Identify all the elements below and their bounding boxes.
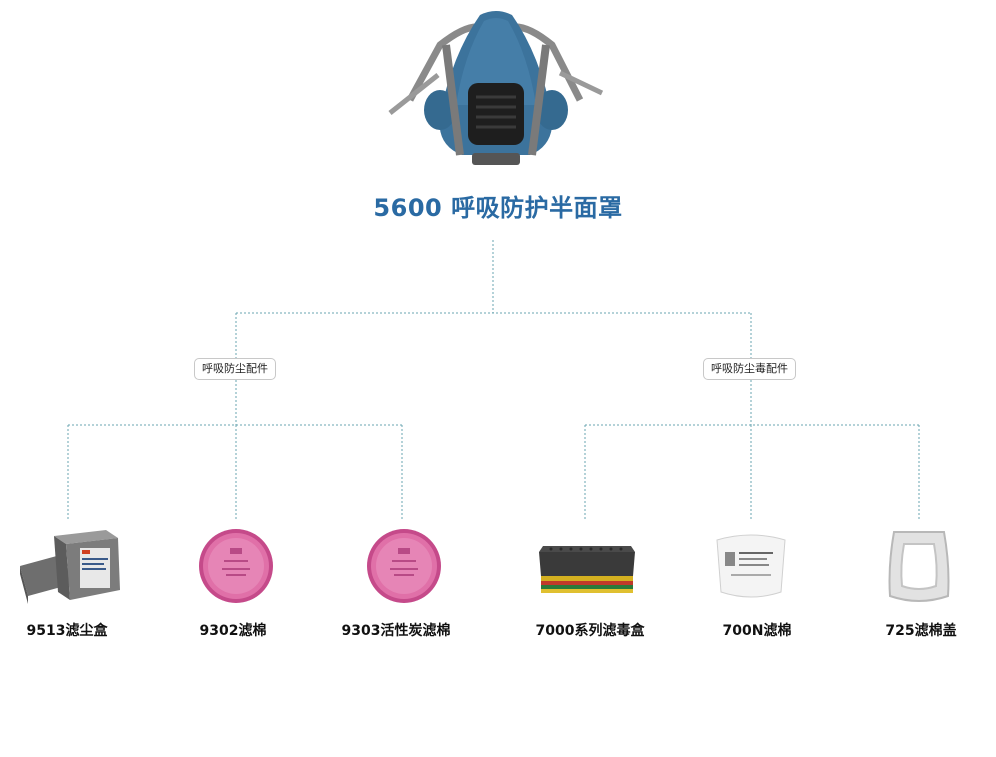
product-label-725: 725滤棉盖 (885, 623, 957, 639)
category-dust-gas-accessories: 呼吸防尘毒配件 (703, 358, 796, 380)
product-label-7000: 7000系列滤毒盒 (535, 623, 645, 639)
product-label-9302: 9302滤棉 (199, 623, 267, 639)
white-filter-pad-icon (716, 534, 786, 598)
filter-retainer-icon (888, 531, 950, 602)
dust-cartridge-icon (20, 530, 120, 604)
pink-filter-icon (199, 529, 273, 603)
product-label-9513: 9513滤尘盒 (26, 623, 108, 639)
category-dust-accessories: 呼吸防尘配件 (194, 358, 276, 380)
product-label-9303: 9303活性炭滤棉 (341, 623, 451, 639)
half-face-respirator-icon (388, 11, 604, 165)
root-product-title: 5600 呼吸防护半面罩 (373, 194, 623, 222)
gas-cartridge-icon (539, 546, 635, 593)
pink-carbon-filter-icon (367, 529, 441, 603)
product-label-700n: 700N滤棉 (722, 623, 792, 639)
